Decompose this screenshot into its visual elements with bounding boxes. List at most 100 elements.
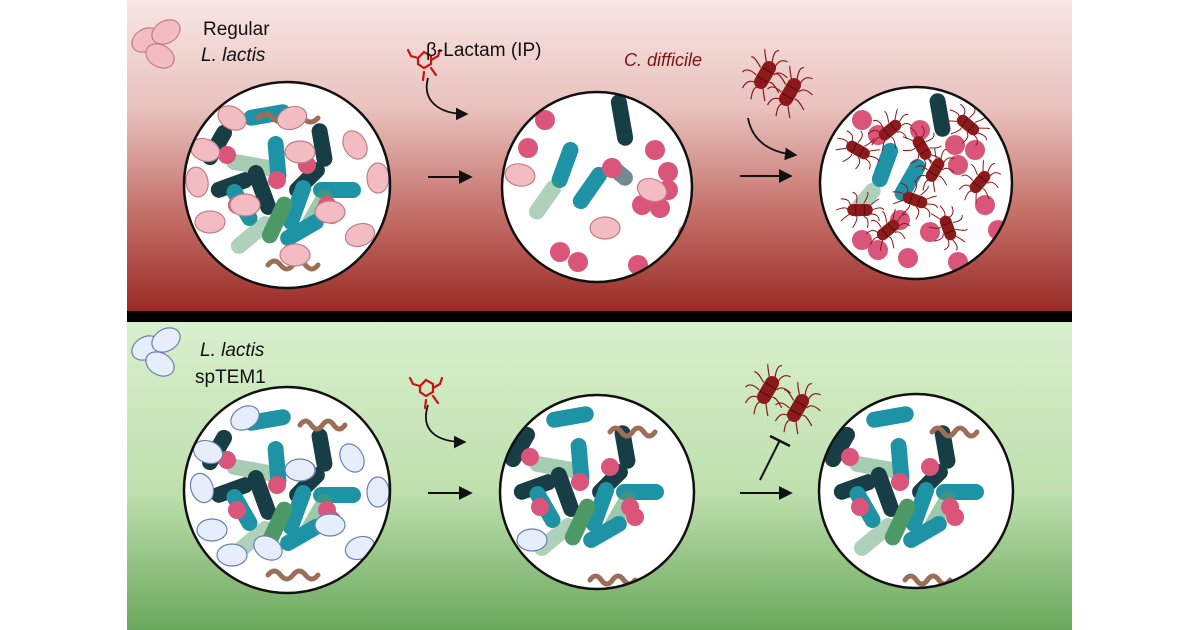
coccus: [228, 501, 246, 519]
coccus: [948, 155, 968, 175]
bacterium-rod: [247, 165, 277, 215]
coccus: [988, 220, 1008, 240]
lactis-cell: [504, 163, 536, 187]
bacterium-rod: [610, 94, 634, 146]
bacterium-rod: [905, 482, 935, 532]
bacterium-rod: [282, 485, 312, 535]
lactis-cell: [185, 166, 209, 198]
coccus: [920, 222, 940, 242]
lactis-cell: [339, 443, 365, 473]
panel-divider: [127, 311, 1072, 322]
lactis-cell: [189, 472, 215, 504]
clostridium-difficile-icon: [867, 108, 913, 151]
worm-bacterium: [607, 425, 658, 439]
legend-sptem1-line1: L. lactis: [200, 340, 265, 361]
coccus: [626, 508, 644, 526]
petri-outline: [817, 392, 1015, 590]
coccus: [891, 473, 909, 491]
dish-contents: [189, 405, 390, 582]
clostridium-difficile-icon: [928, 205, 968, 251]
dish-contents: [505, 406, 664, 587]
clostridium-difficile-icon: [774, 381, 821, 435]
dish-regular-before: [182, 80, 392, 290]
bacterium-rod: [853, 518, 897, 556]
bacterium-rod: [929, 93, 951, 137]
coccus: [678, 224, 692, 244]
bacterium-rod: [230, 216, 274, 254]
bacterium-rod: [528, 180, 562, 220]
dish-contents: [825, 406, 984, 587]
dish-regular-infected: [818, 85, 1014, 281]
bacterium-rod: [890, 438, 910, 486]
clostridium-difficile-icon: [902, 125, 942, 171]
petri-outline: [818, 85, 1014, 281]
coccus: [975, 195, 995, 215]
antibiotic-molecule-icon: [408, 376, 444, 410]
curved-arrow-icon: [425, 77, 469, 121]
worm-bacterium: [297, 418, 348, 432]
legend-regular-line2: L. lactis: [201, 45, 266, 66]
bacterium-rod: [866, 406, 914, 428]
coccus: [910, 120, 930, 140]
coccus: [518, 138, 538, 158]
coccus: [945, 135, 965, 155]
bacterium-rod: [572, 166, 608, 210]
curved-arrow-icon: [425, 404, 467, 449]
bacterium-rod: [311, 428, 333, 472]
bacterium-rod: [550, 467, 580, 517]
lactis-cell: [342, 130, 368, 160]
coccus: [946, 508, 964, 526]
lactis-cell: [217, 105, 247, 131]
lactis-cell: [145, 43, 175, 69]
coccus: [852, 230, 872, 250]
lactis-cell: [229, 193, 261, 217]
bacterium-rod: [564, 498, 596, 546]
coccus: [535, 110, 555, 130]
coccus: [268, 476, 286, 494]
dish-sptem1-before: [182, 385, 392, 595]
lactococcus-icon: [131, 327, 181, 377]
bacterium-rod: [505, 426, 535, 468]
lactis-cell: [516, 528, 548, 552]
coccus: [568, 252, 588, 272]
coccus: [965, 140, 985, 160]
lactis-cell: [366, 476, 390, 508]
dish-regular-after-antibiotic: [500, 90, 694, 284]
bacterium-rod: [570, 438, 590, 486]
bacterium-rod: [903, 516, 947, 548]
petri-circle: [184, 387, 390, 593]
coccus: [571, 473, 589, 491]
bacterium-rod: [546, 406, 594, 428]
bacterium-rod: [261, 196, 293, 244]
bacterium-rod: [870, 467, 900, 517]
bacterium-rod: [282, 180, 312, 230]
bacterium-rod: [825, 426, 855, 468]
bacterium-rod: [226, 458, 278, 482]
clostridium-difficile-icon: [892, 180, 938, 220]
coccus: [602, 158, 622, 178]
coccus: [218, 146, 236, 164]
bacterium-rod: [280, 214, 324, 246]
bacterium-rod: [894, 159, 926, 201]
lactis-cell: [344, 222, 376, 248]
clostridium-difficile-icon: [741, 48, 788, 102]
inhibition-arrow-icon: [759, 439, 781, 481]
lactis-cell: [230, 405, 260, 431]
lactis-cell: [284, 140, 316, 164]
inhibition-bar: [769, 434, 791, 448]
bacterium-rod: [849, 455, 901, 479]
clostridium-difficile-icon: [958, 159, 1002, 204]
lactis-cell: [216, 543, 248, 567]
lactis-cell: [253, 535, 283, 561]
petri-outline: [500, 90, 694, 284]
coccus: [268, 171, 286, 189]
worm-bacterium: [265, 568, 321, 582]
lactis-cell: [284, 458, 316, 482]
clostridium-difficile-icon: [836, 191, 885, 229]
legend-sptem1-line2: spTEM1: [195, 367, 266, 388]
coccus: [851, 498, 869, 516]
lactis-cell: [151, 19, 181, 45]
lactis-cell: [366, 162, 390, 194]
